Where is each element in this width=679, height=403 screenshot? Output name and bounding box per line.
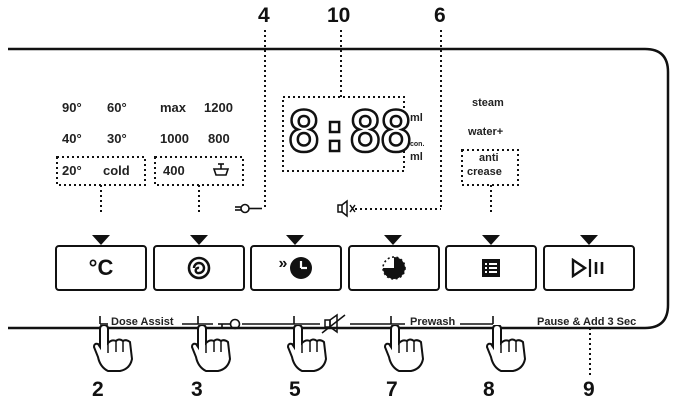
hand-icon — [286, 325, 332, 373]
temperature-button[interactable]: °C — [55, 245, 147, 291]
callout-8: 8 — [483, 378, 495, 402]
temp-30: 30° — [107, 131, 127, 146]
lock-symbol — [235, 205, 262, 213]
drain-icon — [211, 162, 231, 178]
hand-icon — [190, 325, 236, 373]
spin-1200: 1200 — [204, 100, 233, 115]
delay-arrows: » — [279, 255, 288, 273]
pointer-2 — [190, 235, 208, 245]
timer-button[interactable] — [348, 245, 440, 291]
spin-max: max — [160, 100, 186, 115]
option-steam: steam — [472, 97, 504, 109]
celsius-icon: °C — [89, 255, 114, 281]
callout-7: 7 — [386, 378, 398, 402]
callout-3: 3 — [191, 378, 203, 402]
option-anti: anti — [479, 152, 499, 164]
spin-1000: 1000 — [160, 131, 189, 146]
delay-end-icon — [289, 256, 313, 280]
pause-add-label: Pause & Add 3 Sec — [537, 316, 636, 328]
temp-40: 40° — [62, 131, 82, 146]
temp-60: 60° — [107, 100, 127, 115]
pointer-4 — [384, 235, 402, 245]
mute-symbol — [338, 201, 355, 216]
display-unit-con: con. — [410, 141, 424, 148]
option-crease: crease — [467, 166, 502, 178]
hand-icon — [92, 325, 138, 373]
temp-cold: cold — [103, 163, 130, 178]
display-unit-ml2: ml — [410, 151, 423, 163]
option-list-icon — [480, 257, 502, 279]
spin-icon — [186, 255, 212, 281]
option-water-plus: water+ — [468, 126, 503, 138]
callout-6: 6 — [434, 4, 446, 28]
pointer-6 — [580, 235, 598, 245]
option-button[interactable] — [445, 245, 537, 291]
spin-400: 400 — [163, 163, 185, 178]
display-digits: 8:88 — [287, 98, 410, 168]
display-unit-ml: ml — [410, 112, 423, 124]
callout-4: 4 — [258, 4, 270, 28]
callout-9: 9 — [583, 378, 595, 402]
pointer-1 — [92, 235, 110, 245]
start-pause-button[interactable] — [543, 245, 635, 291]
spin-button[interactable] — [153, 245, 245, 291]
pointer-3 — [286, 235, 304, 245]
pointer-5 — [482, 235, 500, 245]
delay-end-button[interactable]: » — [250, 245, 342, 291]
callout-5: 5 — [289, 378, 301, 402]
temp-20: 20° — [62, 163, 82, 178]
hand-icon — [383, 325, 429, 373]
spin-800: 800 — [208, 131, 230, 146]
start-pause-icon — [571, 258, 607, 278]
hand-icon — [485, 325, 531, 373]
callout-2: 2 — [92, 378, 104, 402]
quarter-clock-icon — [381, 255, 407, 281]
callout-10: 10 — [327, 4, 350, 28]
temp-90: 90° — [62, 100, 82, 115]
